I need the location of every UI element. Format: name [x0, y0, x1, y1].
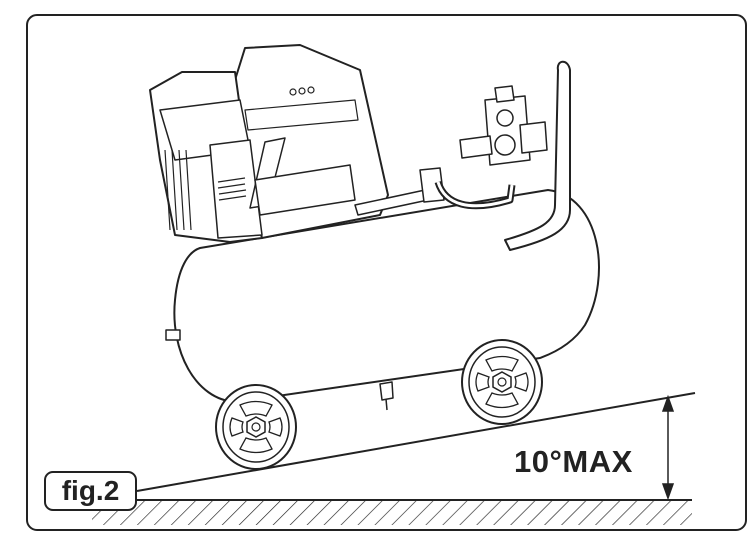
wheel-icon	[215, 384, 297, 470]
hatched-ground-icon	[92, 499, 692, 525]
vertical-dimension-arrow-icon	[661, 394, 675, 501]
incline-surface	[136, 392, 696, 492]
figure-label: fig.2	[44, 471, 137, 511]
figure-border	[26, 14, 747, 531]
max-angle-annotation: 10°MAX	[514, 444, 633, 479]
wheel-icon	[461, 339, 543, 425]
